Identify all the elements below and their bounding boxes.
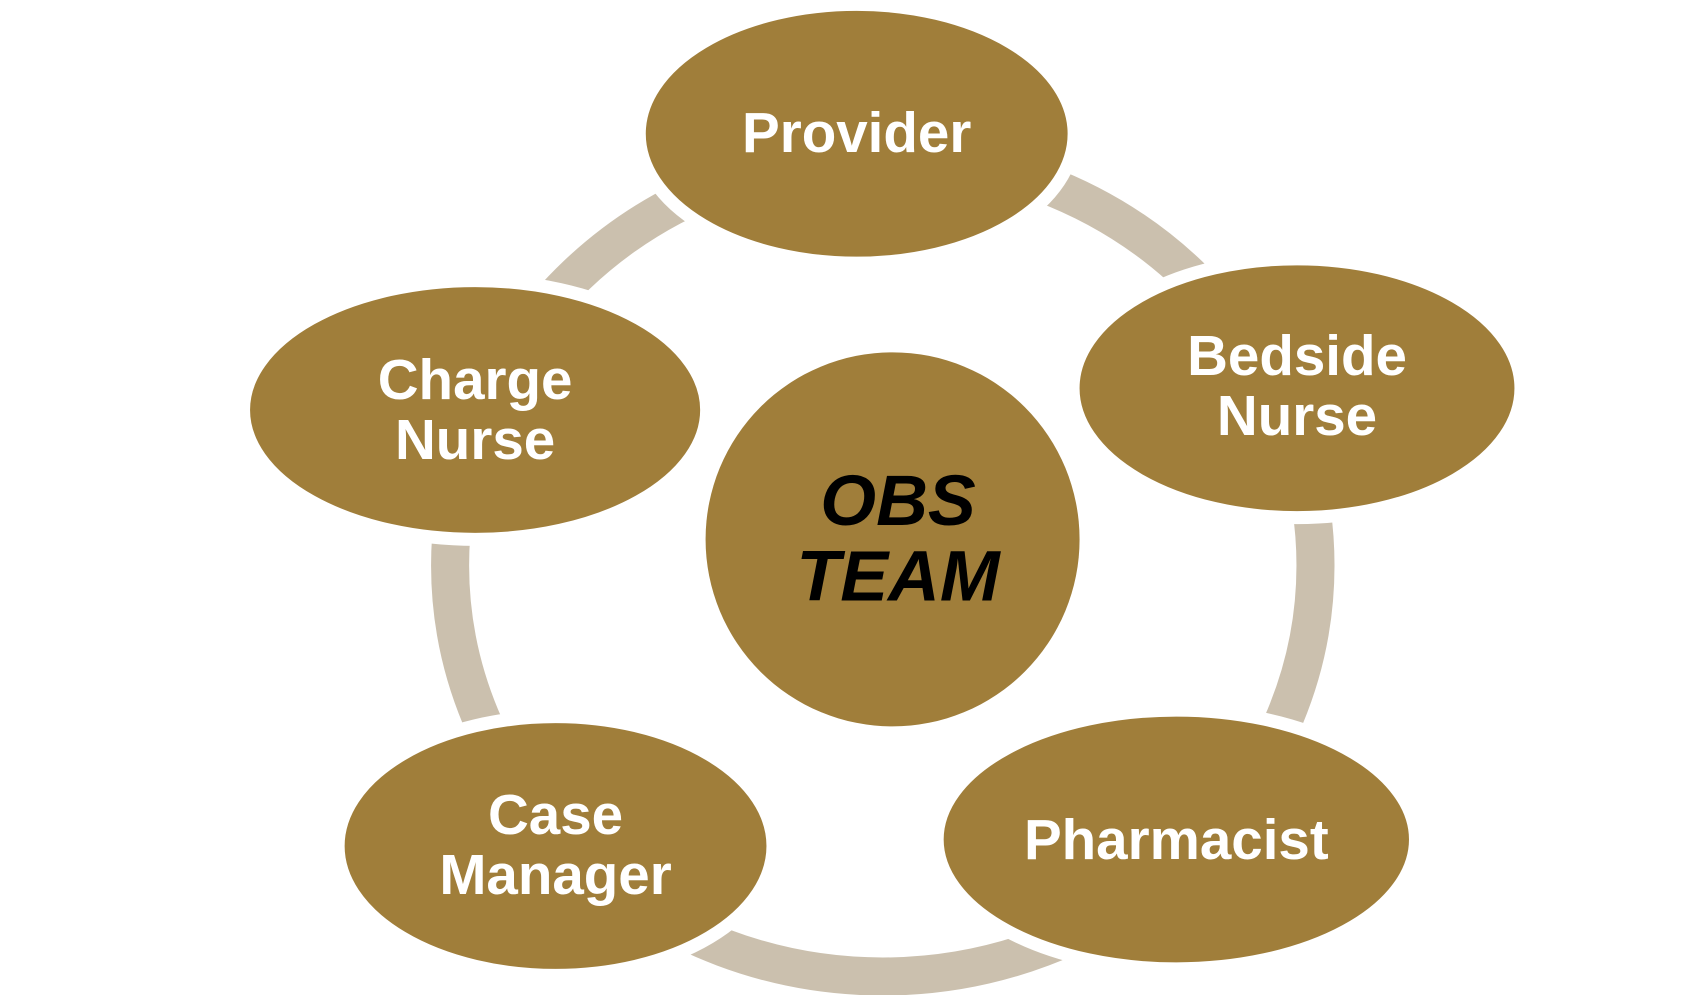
label-case: Case xyxy=(488,783,623,846)
label-charge-nurse: Nurse xyxy=(395,408,555,471)
center-label-obs: OBS xyxy=(820,461,976,541)
center-node xyxy=(705,352,1080,727)
label-charge: Charge xyxy=(378,348,573,411)
node-case-manager xyxy=(331,710,780,982)
label-manager: Manager xyxy=(439,843,671,906)
label-pharmacist: Pharmacist xyxy=(1024,808,1329,871)
node-charge-nurse xyxy=(237,274,714,546)
center-label-team: TEAM xyxy=(796,536,1001,616)
label-bedside: Bedside xyxy=(1187,324,1407,387)
label-provider: Provider xyxy=(742,101,971,164)
node-provider xyxy=(632,0,1081,270)
node-bedside-nurse xyxy=(1066,252,1528,525)
label-bedside-nurse: Nurse xyxy=(1217,384,1377,447)
node-pharmacist xyxy=(930,703,1423,976)
